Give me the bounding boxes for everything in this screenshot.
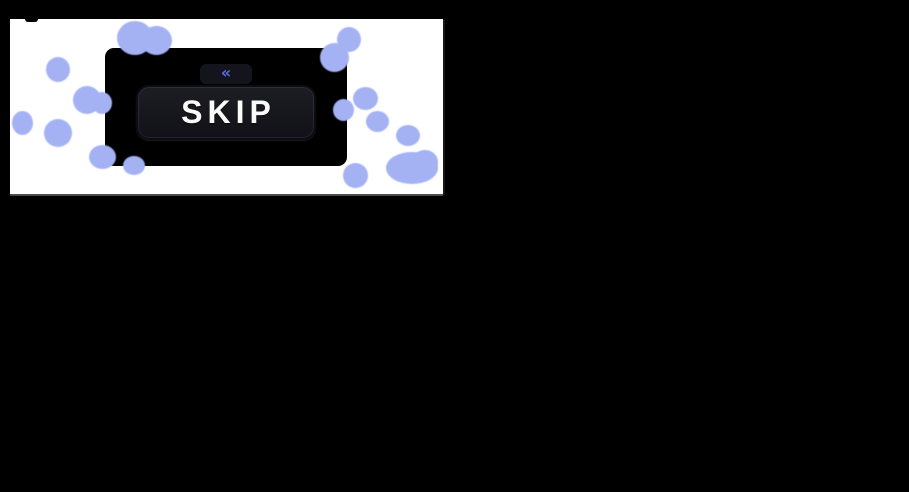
collapse-chevrons-icon: «	[220, 62, 232, 82]
skip-button[interactable]: SKIP	[136, 85, 316, 140]
skip-button-label: SKIP	[181, 94, 276, 130]
collapse-tab[interactable]: «	[200, 64, 252, 84]
black-mark	[25, 11, 38, 22]
skip-overlay-card: « SKIP	[105, 48, 347, 166]
drawing-canvas[interactable]: « SKIP	[10, 19, 443, 194]
